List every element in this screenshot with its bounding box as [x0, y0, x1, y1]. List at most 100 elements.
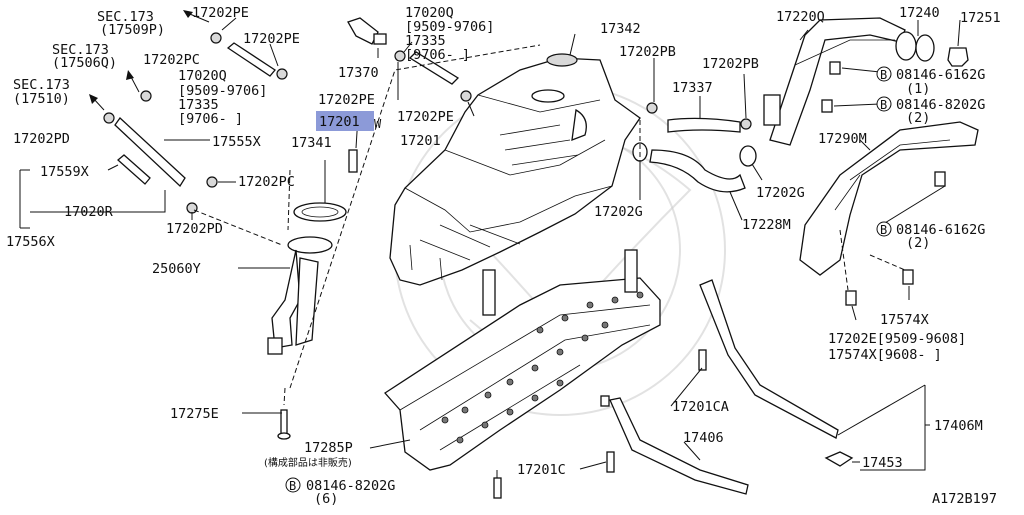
protector-bracket-right	[624, 249, 638, 293]
clamp-17202PD-top[interactable]	[103, 112, 115, 124]
filler-bracket	[763, 94, 781, 126]
clamp-17202PD-low[interactable]	[186, 202, 198, 214]
label-17020Q-b-range: [9509-9706]	[405, 19, 494, 35]
label-17453[interactable]: 17453	[862, 455, 903, 471]
bolt-17201C[interactable]	[606, 451, 615, 473]
hose-17555X[interactable]	[114, 117, 186, 188]
label-17202PE-d[interactable]: 17202PE	[397, 109, 454, 125]
label-17335-b[interactable]: 17335	[405, 33, 446, 49]
tube-17559X[interactable]	[117, 154, 151, 185]
arrow-head-icon	[183, 10, 193, 18]
filler-cap-17240[interactable]	[895, 31, 935, 62]
label-17202PB-a[interactable]: 17202PB	[619, 44, 676, 60]
label-17556X[interactable]: 17556X	[6, 234, 55, 250]
guide-line-pump	[283, 169, 291, 406]
label-17574X[interactable]: 17574X	[880, 312, 929, 328]
label-25060Y[interactable]: 25060Y	[152, 261, 201, 277]
label-sec173-a[interactable]: SEC.173	[97, 9, 154, 25]
label-17220Q[interactable]: 17220Q	[776, 9, 825, 25]
label-17335-a-range: [9706- ]	[178, 111, 243, 127]
hose-17020Q-left[interactable]	[226, 42, 276, 77]
label-17202PB-b[interactable]: 17202PB	[702, 56, 759, 72]
label-17020Q-b[interactable]: 17020Q	[405, 5, 454, 21]
clamp-17202PE-mid[interactable]	[276, 68, 288, 80]
label-08146-6162G-a[interactable]: 08146-6162G	[896, 67, 985, 83]
tank-strap-17406M[interactable]	[699, 279, 839, 439]
label-17202PC-b[interactable]: 17202PC	[238, 174, 295, 190]
label-17202PD-b[interactable]: 17202PD	[166, 221, 223, 237]
label-17275E[interactable]: 17275E	[170, 406, 219, 422]
label-sec173-c[interactable]: SEC.173	[13, 77, 70, 93]
clamp-17202PE-low[interactable]	[460, 90, 472, 102]
hose-17020Q-right[interactable]	[408, 51, 460, 85]
label-17202PE-c[interactable]: 17202PE	[318, 92, 375, 108]
fuel-tank-17201[interactable]	[389, 53, 641, 286]
tank-protector-17285P[interactable]	[384, 249, 661, 471]
label-17370[interactable]: 17370	[338, 65, 379, 81]
bolt-17201CA[interactable]	[698, 349, 707, 371]
strap-clip-17453[interactable]	[824, 451, 854, 467]
label-17201CA[interactable]: 17201CA	[672, 399, 729, 415]
grommet-17275E[interactable]	[277, 409, 291, 440]
label-08146-6162G-b[interactable]: 08146-6162G	[896, 222, 985, 238]
label-17201C[interactable]: 17201C	[517, 462, 566, 478]
label-sec173-b[interactable]: SEC.173	[52, 42, 109, 58]
label-17335-a[interactable]: 17335	[178, 97, 219, 113]
label-17342[interactable]: 17342	[600, 21, 641, 37]
label-17202PE-b[interactable]: 17202PE	[243, 31, 300, 47]
label-17341[interactable]: 17341	[291, 135, 332, 151]
screw-17201W[interactable]	[348, 149, 358, 173]
label-17202PE-a[interactable]: 17202PE	[192, 5, 249, 21]
label-17228M[interactable]: 17228M	[742, 217, 791, 233]
label-17202PC-a[interactable]: 17202PC	[143, 52, 200, 68]
clamp-17202G-b[interactable]	[739, 145, 757, 167]
clamp-17202PB-a[interactable]	[646, 102, 658, 114]
check-valve-17370[interactable]	[347, 17, 387, 45]
leader-lines	[19, 17, 961, 478]
clamp-17202PC-mid[interactable]	[206, 176, 218, 188]
gasket-17341[interactable]	[293, 202, 347, 222]
bolt-08146-6162G-b[interactable]	[934, 171, 946, 187]
bolt-08146-8202G-a[interactable]	[821, 99, 833, 113]
label-17337[interactable]: 17337	[672, 80, 713, 96]
label-17201[interactable]: 17201	[400, 133, 441, 149]
vent-hose-17337[interactable]	[667, 117, 741, 133]
label-08146-8202G-a[interactable]: 08146-8202G	[896, 97, 985, 113]
label-17290M[interactable]: 17290M	[818, 131, 867, 147]
tank-strap-17406[interactable]	[609, 397, 749, 495]
label-17251[interactable]: 17251	[960, 10, 1001, 26]
label-17020Q-a[interactable]: 17020Q	[178, 68, 227, 84]
filler-hose-17228M[interactable]	[649, 149, 746, 193]
highlight-17201W[interactable]	[316, 111, 374, 131]
label-17020R[interactable]: 17020R	[64, 204, 114, 220]
bolt-08146-6162G-a[interactable]	[829, 61, 841, 75]
clamp-17202PB-b[interactable]	[740, 118, 752, 130]
bolt-symbol: B	[880, 98, 887, 112]
label-17406[interactable]: 17406	[683, 430, 724, 446]
label-17240[interactable]: 17240	[899, 5, 940, 21]
filler-protector-17290M[interactable]	[799, 121, 979, 276]
bolt-protector[interactable]	[600, 395, 610, 407]
label-17555X[interactable]: 17555X	[212, 134, 261, 150]
label-17201W-code[interactable]: 17201	[319, 114, 360, 130]
label-17559X[interactable]: 17559X	[40, 164, 89, 180]
label-17285P[interactable]: 17285P	[304, 440, 353, 456]
label-17202G-b[interactable]: 17202G	[594, 204, 643, 220]
fuel-pump-unit-25060Y[interactable]	[267, 236, 333, 355]
bolt-symbol: B	[880, 223, 887, 237]
filler-cap-17251[interactable]	[947, 47, 969, 67]
clamp-17202PE-right[interactable]	[394, 50, 406, 62]
bolt-circle-icon	[876, 66, 892, 82]
clip-17574X[interactable]	[902, 269, 914, 285]
label-17202G-a[interactable]: 17202G	[756, 185, 805, 201]
clamp-17202PE-top[interactable]	[210, 32, 222, 44]
label-08146-8202G-b[interactable]: 08146-8202G	[306, 478, 395, 494]
tank-sender-plate-17342[interactable]	[546, 53, 578, 67]
label-17202E[interactable]: 17202E[9509-9608]	[828, 331, 966, 347]
label-17574X-range[interactable]: 17574X[9608- ]	[828, 347, 942, 363]
clip-17202E[interactable]	[845, 290, 857, 306]
clamp-17202PC-top[interactable]	[140, 90, 152, 102]
label-17406M[interactable]: 17406M	[934, 418, 983, 434]
bolt-08146-8202G-b[interactable]	[493, 477, 502, 499]
label-17202PD-a[interactable]: 17202PD	[13, 131, 70, 147]
